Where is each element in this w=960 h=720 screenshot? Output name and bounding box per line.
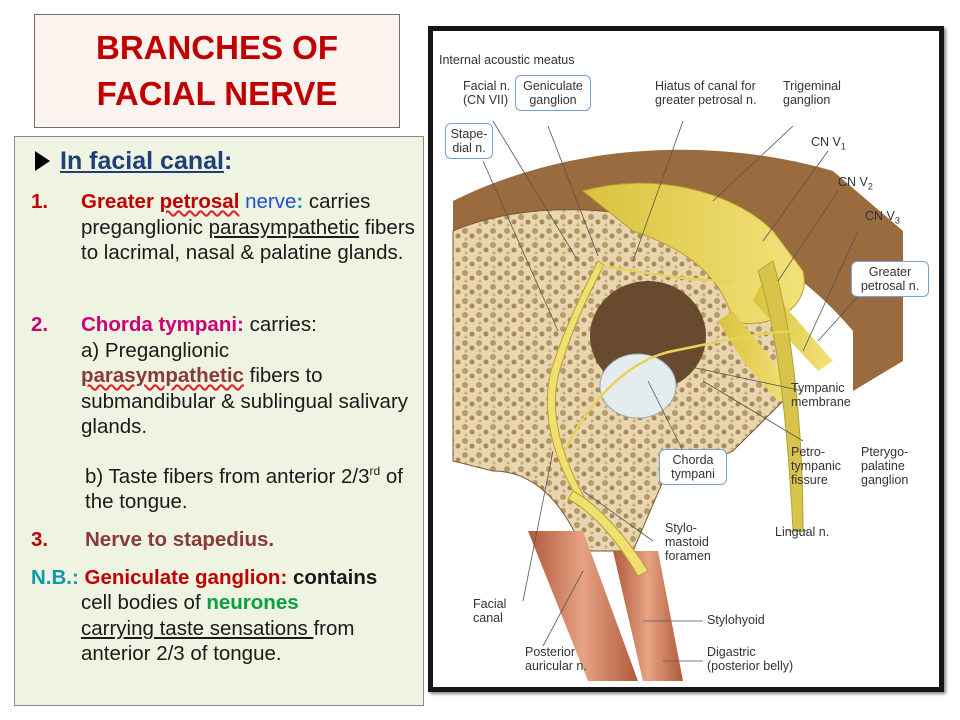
label-internal-acoustic-meatus: Internal acoustic meatus [439,53,575,67]
content-panel: In facial canal: 1. Greater petrosal ner… [14,136,424,706]
item-2-text: Chorda tympani: carries: a) Preganglioni… [81,312,421,440]
label-cn-v3: CN V3 [865,209,900,226]
nb-prefix: N.B.: [31,566,85,589]
item-3-text: Nerve to stapedius. [85,528,275,551]
item-3-number: 3. [31,528,49,551]
nb-line4: anterior 2/3 of tongue. [81,642,282,665]
item-1-name-b: petrosal [159,190,240,213]
section-heading-colon: : [223,147,233,175]
item-1-text1: carries preganglionic [81,190,371,239]
arrow-bullet-icon [35,151,50,171]
anatomy-figure: Internal acoustic meatus Facial n.(CN VI… [428,26,944,692]
section-heading: In facial canal: [35,147,233,175]
label-digastric: Digastric(posterior belly) [707,645,794,673]
item-2-b-sup: rd [369,464,381,478]
nb-body: cell bodies of neurones carrying taste s… [81,590,421,667]
nb-term: Geniculate ganglion: [84,566,288,589]
callout-stapedial-nerve: Stape-dial n. [445,123,493,159]
nb-line3-end: from [313,616,355,640]
nb-line-1: N.B.: Geniculate ganglion: contains [31,565,423,591]
title-line-2: FACIAL NERVE [96,75,338,112]
label-cn-v2: CN V2 [838,175,873,192]
item-1-text: Greater petrosal nerve: carries pregangl… [81,189,421,266]
item-2-b: b) Taste fibers from anterior 2/3rd of t… [85,459,425,515]
item-2-a-term: parasympathetic [81,364,244,387]
nb-line2-a: cell bodies of [81,591,207,614]
item-1-colon: : [296,190,309,213]
item-2-intro: carries: [249,313,317,336]
title-line-1: BRANCHES OF [95,29,338,66]
item-1-text3: fibers to lacrimal, nasal & palatine gla… [81,215,415,265]
label-facial-nerve: Facial n.(CN VII) [463,79,511,107]
anatomy-illustration [452,120,903,681]
item-1-name-c: nerve [239,190,297,213]
label-lingual-nerve: Lingual n. [775,525,830,539]
item-2-a-rest: fibers to submandibular & sublingual sal… [81,364,409,438]
item-2-colon: : [237,313,250,336]
item-2-name: Chorda tympani [81,313,238,336]
item-1-number: 1. [31,190,49,213]
label-stylohyoid: Stylohyoid [707,613,765,627]
item-1-name-a: Greater [81,190,160,213]
nb-line3: carrying taste sensations [81,616,314,640]
label-cn-v1: CN V1 [811,135,846,152]
item-2-number: 2. [31,313,49,336]
nb-line2-b: neurones [206,591,299,614]
item-2-b-end: of the tongue. [85,464,403,514]
item-1-text2: parasympathetic [208,215,360,239]
title-box: BRANCHES OF FACIAL NERVE [34,14,400,128]
slide-title: BRANCHES OF FACIAL NERVE [96,25,338,117]
section-heading-text: In facial canal [60,147,224,175]
nb-verb: contains [287,566,378,589]
item-2-b-line: b) Taste fibers from anterior 2/3 [85,464,370,488]
item-2-a-line: a) Preganglionic [81,338,230,362]
